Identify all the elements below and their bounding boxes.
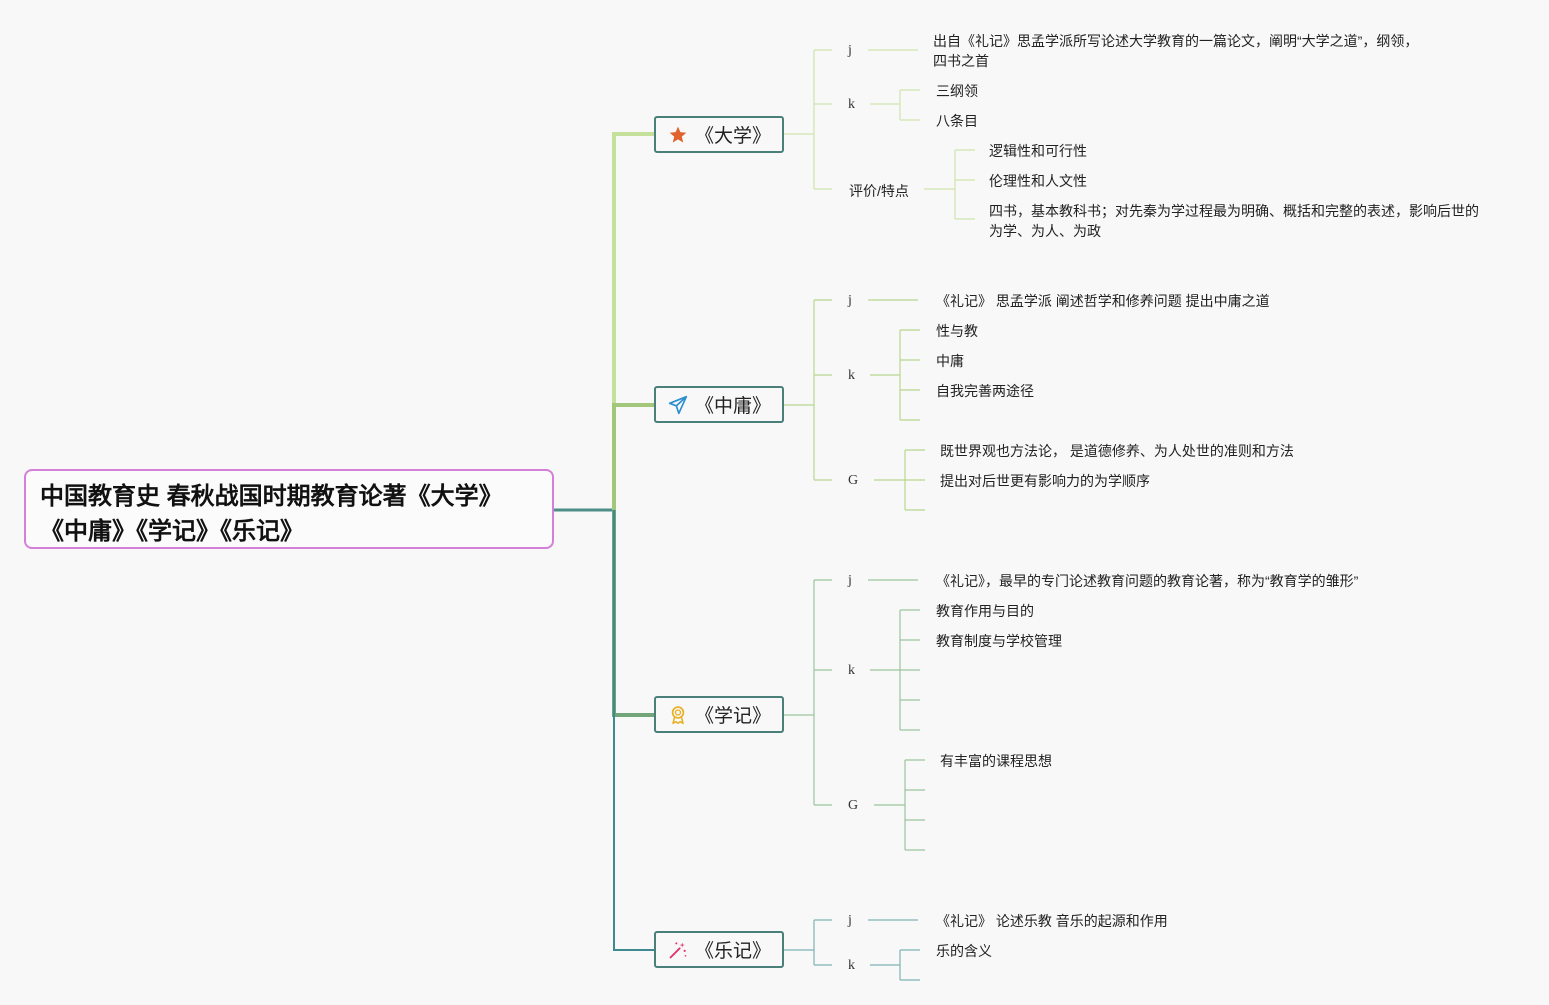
group-label-j: j bbox=[848, 913, 852, 928]
leaf-text[interactable]: 为学、为人、为政 bbox=[989, 223, 1101, 239]
star-icon bbox=[667, 124, 689, 146]
leaf-text[interactable]: 乐的含义 bbox=[936, 943, 992, 959]
paper-plane-icon bbox=[667, 394, 689, 416]
group-label-g: G bbox=[848, 798, 859, 813]
magic-wand-icon bbox=[667, 939, 689, 961]
group-label-j: j bbox=[848, 573, 852, 588]
leaf-text[interactable]: 教育作用与目的 bbox=[936, 603, 1034, 619]
root-topic[interactable]: 中国教育史 春秋战国时期教育论著《大学》 《中庸》《学记》《乐记》 bbox=[24, 469, 554, 549]
connectors-yueji bbox=[784, 919, 920, 981]
leaf-text[interactable]: 教育制度与学校管理 bbox=[936, 633, 1062, 649]
group-label-j: j bbox=[848, 293, 852, 308]
connectors-xueji bbox=[784, 579, 925, 851]
award-ribbon-icon bbox=[667, 704, 689, 726]
group-label-k: k bbox=[848, 958, 855, 973]
branch-title: 《中庸》 bbox=[694, 396, 771, 417]
leaf-text[interactable]: 四书，基本教科书；对先秦为学过程最为明确、概括和完整的表述，影响后世的 bbox=[989, 203, 1479, 219]
branch-xueji[interactable]: 《学记》 bbox=[654, 696, 784, 733]
group-label-k: k bbox=[848, 368, 855, 383]
leaf-text[interactable]: 有丰富的课程思想 bbox=[940, 753, 1052, 769]
leaf-text[interactable]: 《礼记》 思孟学派 阐述哲学和修养问题 提出中庸之道 bbox=[936, 293, 1270, 309]
leaf-text[interactable]: 自我完善两途径 bbox=[936, 383, 1034, 399]
connector-root-zhongyong bbox=[612, 403, 654, 510]
connectors-zhongyong bbox=[784, 299, 925, 511]
branch-title: 《乐记》 bbox=[694, 941, 771, 962]
leaf-text[interactable]: 四书之首 bbox=[933, 53, 989, 69]
branch-yueji[interactable]: 《乐记》 bbox=[654, 931, 784, 968]
connector-root-yueji bbox=[613, 510, 654, 951]
root-title-line1: 中国教育史 春秋战国时期教育论著《大学》 bbox=[40, 483, 503, 510]
connectors-daxue bbox=[784, 49, 975, 220]
group-label-g: G bbox=[848, 473, 859, 488]
leaf-text[interactable]: 提出对后世更有影响力的为学顺序 bbox=[940, 473, 1150, 489]
branch-title: 《学记》 bbox=[694, 706, 771, 727]
leaf-text[interactable]: 中庸 bbox=[936, 353, 964, 369]
branch-title: 《大学》 bbox=[694, 126, 771, 147]
leaf-text[interactable]: 逻辑性和可行性 bbox=[989, 143, 1087, 159]
branch-daxue[interactable]: 《大学》 bbox=[654, 116, 784, 153]
leaf-text[interactable]: 出自《礼记》思孟学派所写论述大学教育的一篇论文，阐明“大学之道”，纲领， bbox=[933, 33, 1419, 49]
group-label-j: j bbox=[848, 43, 852, 58]
group-label-k: k bbox=[848, 663, 855, 678]
root-title-line2: 《中庸》《学记》《乐记》 bbox=[40, 518, 304, 545]
group-label-k: k bbox=[848, 97, 855, 112]
connector-root-daxue bbox=[612, 132, 654, 510]
branch-zhongyong[interactable]: 《中庸》 bbox=[654, 386, 784, 423]
leaf-text[interactable]: 八条目 bbox=[936, 113, 978, 129]
leaf-text[interactable]: 三纲领 bbox=[936, 83, 978, 99]
connector-root-xueji bbox=[612, 510, 654, 717]
leaf-text[interactable]: 伦理性和人文性 bbox=[989, 173, 1087, 189]
leaf-text[interactable]: 《礼记》，最早的专门论述教育问题的教育论著，称为“教育学的雏形” bbox=[936, 573, 1359, 589]
leaf-text[interactable]: 《礼记》 论述乐教 音乐的起源和作用 bbox=[936, 913, 1168, 929]
group-label-evaluation: 评价/特点 bbox=[849, 183, 909, 199]
leaf-text[interactable]: 性与教 bbox=[936, 323, 978, 339]
leaf-text[interactable]: 既世界观也方法论， 是道德修养、为人处世的准则和方法 bbox=[940, 443, 1294, 459]
